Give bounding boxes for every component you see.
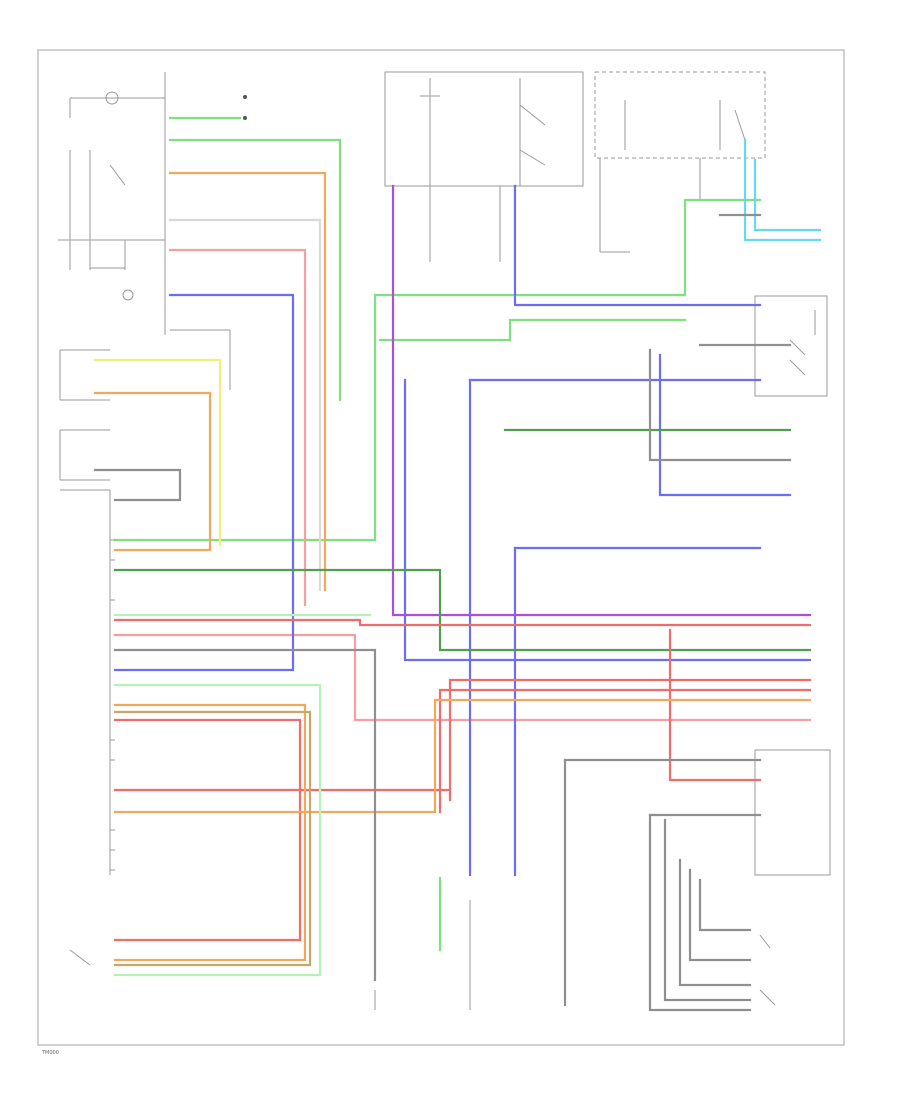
- ground-connectors: [374, 186, 630, 1010]
- control-unit-box: [754, 749, 831, 876]
- pin-dots-top-left: [243, 95, 247, 120]
- relay-internals-right: [599, 100, 746, 252]
- blower-switch-contacts: [789, 310, 816, 376]
- switch-symbols-bottom-right: [69, 934, 776, 1006]
- footer-code: TM000: [41, 1050, 59, 1056]
- connector-pins-left: [110, 539, 115, 871]
- diagram-frame: [37, 49, 845, 1046]
- fuse-block-left: [58, 72, 231, 390]
- wires: [93, 116, 822, 1012]
- relay-box-center: [384, 71, 584, 187]
- control-module-left: [59, 349, 111, 875]
- relay-box-right: [594, 71, 766, 159]
- relay-internals-center: [420, 78, 546, 186]
